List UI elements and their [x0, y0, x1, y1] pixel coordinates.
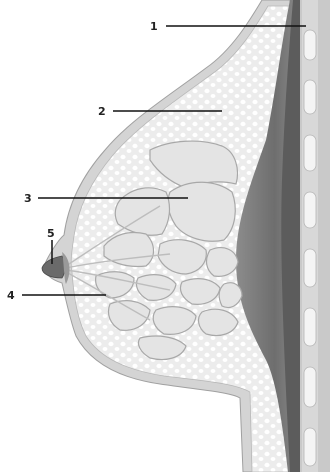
rib	[304, 192, 316, 228]
nipple	[42, 256, 65, 278]
rib	[304, 80, 316, 114]
rib	[304, 249, 316, 287]
rib	[304, 30, 316, 60]
label-5: 5	[47, 227, 55, 240]
label-4: 4	[7, 289, 15, 302]
label-2: 2	[98, 105, 106, 118]
rib	[304, 135, 316, 171]
label-1: 1	[150, 20, 158, 33]
rib	[304, 428, 316, 466]
rib	[304, 367, 316, 407]
label-3: 3	[24, 192, 32, 205]
rib	[304, 308, 316, 346]
